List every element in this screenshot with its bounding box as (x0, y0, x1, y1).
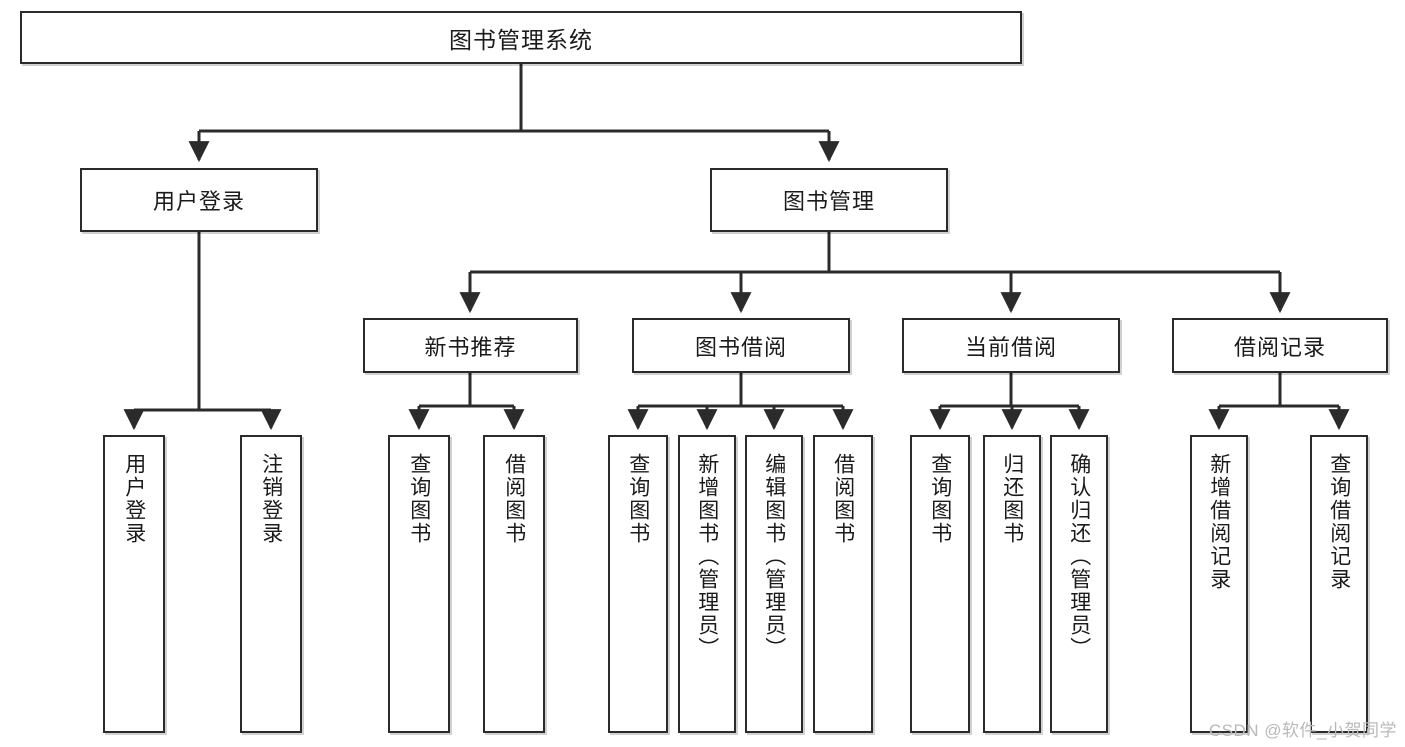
node-borrow-record[interactable]: 借阅记录 (1172, 318, 1388, 373)
node-leaf-user-logout[interactable]: 注销登录 (240, 435, 302, 733)
node-leaf-confirm-return-admin-label: 确认归还（管理员） (1067, 453, 1091, 660)
node-leaf-borrow-book[interactable]: 借阅图书 (813, 435, 873, 733)
node-leaf-edit-book-admin[interactable]: 编辑图书（管理员） (745, 435, 803, 733)
node-leaf-add-borrow-record[interactable]: 新增借阅记录 (1190, 435, 1248, 733)
node-root[interactable]: 图书管理系统 (20, 11, 1022, 64)
node-leaf-query-book-current-label: 查询图书 (928, 453, 952, 545)
node-leaf-query-book-rec[interactable]: 查询图书 (388, 435, 450, 733)
node-user-login-label: 用户登录 (152, 189, 245, 214)
node-leaf-query-book-borrow[interactable]: 查询图书 (608, 435, 668, 733)
node-borrow-record-label: 借阅记录 (1233, 334, 1326, 360)
node-book-borrow[interactable]: 图书借阅 (632, 318, 850, 373)
node-leaf-add-book-admin[interactable]: 新增图书（管理员） (678, 435, 736, 733)
watermark-text: CSDN @软件_小贺同学 (1208, 721, 1397, 740)
node-leaf-confirm-return-admin[interactable]: 确认归还（管理员） (1050, 435, 1108, 733)
node-leaf-user-login-label: 用户登录 (122, 453, 146, 545)
node-leaf-borrow-book-rec[interactable]: 借阅图书 (483, 435, 545, 733)
node-user-login[interactable]: 用户登录 (80, 168, 318, 232)
node-leaf-return-book-label: 归还图书 (1000, 453, 1024, 545)
node-leaf-query-book-current[interactable]: 查询图书 (910, 435, 970, 733)
node-leaf-add-borrow-record-label: 新增借阅记录 (1207, 453, 1231, 591)
node-new-book-recommend-label: 新书推荐 (424, 334, 517, 360)
node-book-borrow-label: 图书借阅 (694, 334, 787, 360)
node-leaf-borrow-book-label: 借阅图书 (831, 453, 855, 545)
node-leaf-query-book-borrow-label: 查询图书 (626, 453, 650, 545)
node-root-label: 图书管理系统 (449, 26, 593, 53)
node-leaf-user-login[interactable]: 用户登录 (103, 435, 165, 733)
node-leaf-query-book-rec-label: 查询图书 (407, 453, 431, 545)
node-book-manage-label: 图书管理 (782, 189, 875, 214)
node-leaf-user-logout-label: 注销登录 (259, 453, 283, 545)
node-leaf-borrow-book-rec-label: 借阅图书 (502, 453, 526, 545)
node-leaf-add-book-admin-label: 新增图书（管理员） (695, 453, 719, 660)
node-book-manage[interactable]: 图书管理 (710, 168, 948, 232)
node-new-book-recommend[interactable]: 新书推荐 (363, 318, 578, 373)
node-leaf-return-book[interactable]: 归还图书 (983, 435, 1041, 733)
node-leaf-query-borrow-record[interactable]: 查询借阅记录 (1310, 435, 1368, 733)
node-leaf-edit-book-admin-label: 编辑图书（管理员） (762, 453, 786, 660)
node-current-borrow[interactable]: 当前借阅 (902, 318, 1120, 373)
node-leaf-query-borrow-record-label: 查询借阅记录 (1327, 453, 1351, 591)
node-current-borrow-label: 当前借阅 (964, 334, 1057, 360)
